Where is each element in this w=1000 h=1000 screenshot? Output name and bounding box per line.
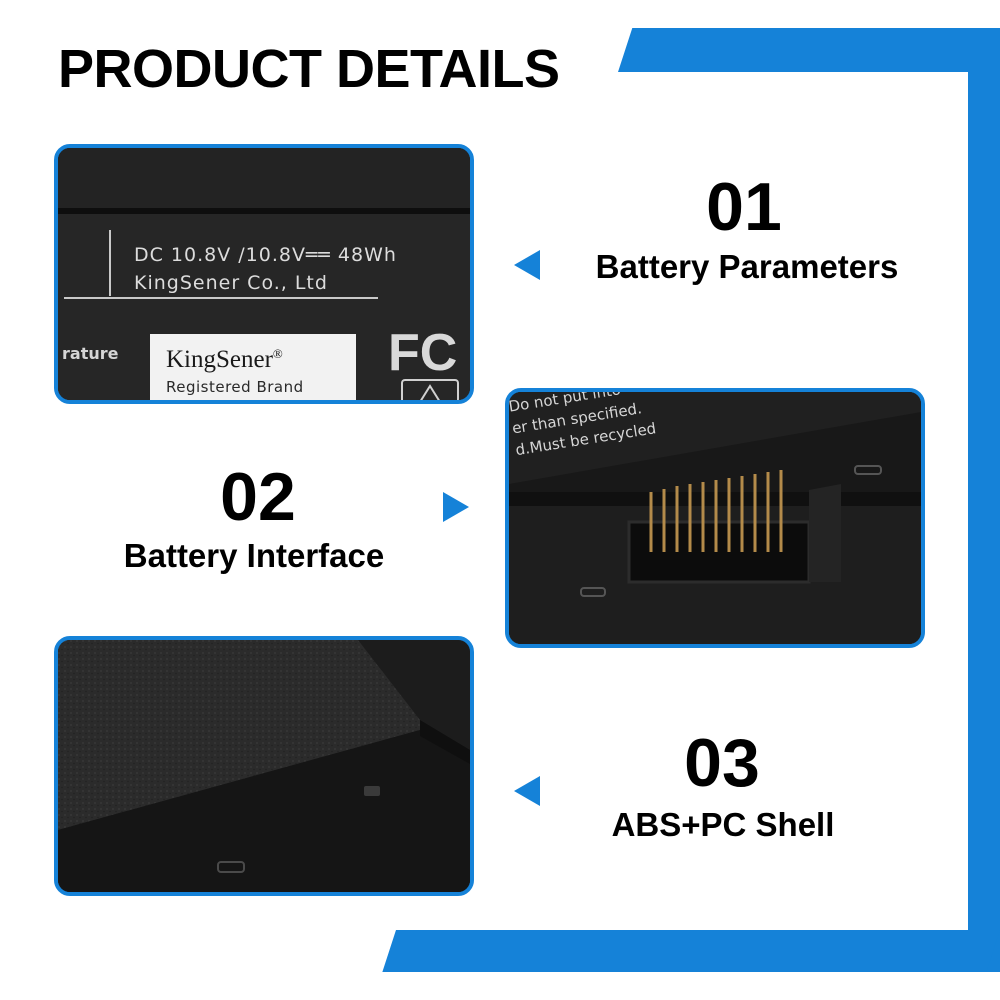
- brand-text: KingSener: [166, 346, 273, 373]
- connector-port-icon: [627, 470, 841, 584]
- shell-photo: [54, 636, 474, 896]
- battery-parameters-photo: FC DC 10.8V /10.8V══ 48Wh KingSener Co.,…: [54, 144, 474, 404]
- battery-interface-photo: Do not put into er than specified. d.Mus…: [505, 388, 925, 648]
- fcc-logo-icon: FC: [388, 324, 457, 382]
- page-title: PRODUCT DETAILS: [58, 39, 560, 99]
- brand-name: KingSener®: [166, 346, 283, 374]
- feature-label-01: Battery Parameters: [595, 248, 899, 285]
- svg-text:FC: FC: [388, 324, 457, 382]
- arrow-left-icon: [514, 776, 540, 806]
- registered-mark: ®: [272, 346, 283, 361]
- arrow-left-icon: [514, 250, 540, 280]
- feature-number-01: 01: [706, 169, 782, 245]
- feature-number-03: 03: [684, 725, 760, 801]
- latch-icon: [364, 786, 380, 796]
- slot-icon: [854, 465, 882, 475]
- slot-icon: [580, 587, 606, 597]
- feature-number-02: 02: [220, 459, 296, 535]
- company-line: KingSener Co., Ltd: [134, 272, 328, 294]
- recycle-icon: [401, 379, 459, 400]
- blue-frame-bottom: [382, 930, 1000, 972]
- blue-frame-right: [968, 28, 1000, 972]
- blue-frame-top: [618, 28, 1000, 72]
- feature-label-03: ABS+PC Shell: [611, 806, 835, 843]
- brand-subtitle: Registered Brand: [166, 378, 304, 396]
- feature-label-02: Battery Interface: [123, 537, 385, 574]
- arrow-right-icon: [443, 492, 469, 522]
- temperature-text: rature: [62, 344, 119, 363]
- spec-line: DC 10.8V /10.8V══ 48Wh: [134, 244, 397, 266]
- slot-icon: [217, 861, 245, 873]
